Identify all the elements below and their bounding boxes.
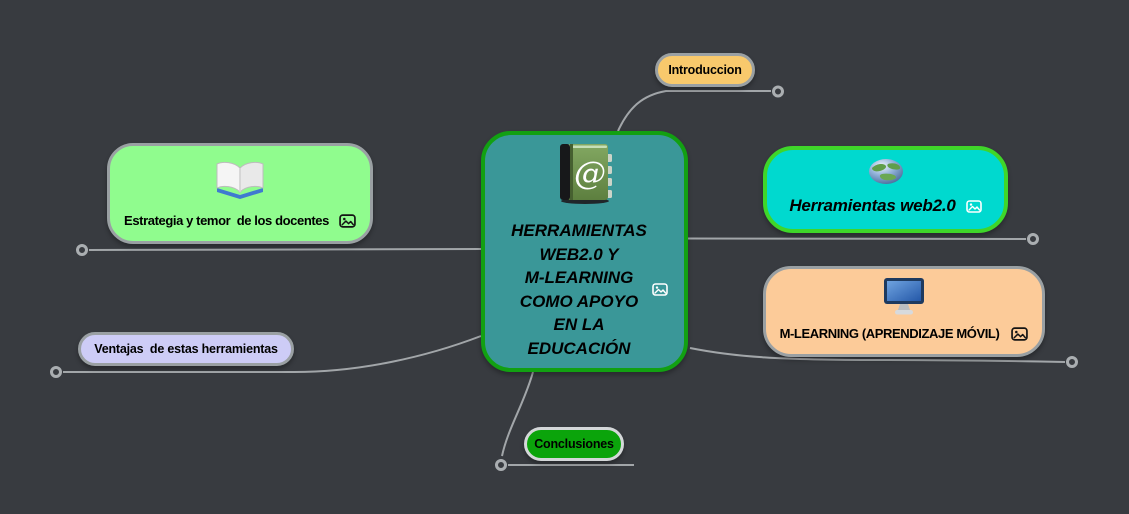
svg-text:@: @ — [574, 154, 606, 192]
node-label: Estrategia y temor de los docentes — [124, 213, 329, 228]
endpoint-ring-ventajas — [50, 366, 62, 378]
connector-estrategia — [88, 248, 482, 251]
connector-introduccion — [617, 90, 771, 132]
endpoint-ring-conclusiones — [495, 459, 507, 471]
image-attachment-icon[interactable] — [965, 199, 982, 213]
node-label: Introduccion — [668, 63, 742, 77]
node-herramientas-web20[interactable]: Herramientas web2.0 — [763, 146, 1008, 233]
globe-icon — [868, 158, 904, 190]
image-attachment-icon[interactable] — [652, 283, 668, 296]
node-label: M-LEARNING (APRENDIZAJE MÓVIL) — [779, 326, 1000, 341]
endpoint-ring-estrategia — [76, 244, 88, 256]
connector-conclusiones — [501, 371, 534, 457]
image-attachment-icon[interactable] — [339, 213, 356, 228]
node-introduccion[interactable]: Introduccion — [655, 53, 755, 87]
node-estrategia-y-temor[interactable]: Estrategia y temor de los docentes — [107, 143, 373, 244]
node-conclusiones[interactable]: Conclusiones — [524, 427, 624, 461]
open-book-icon — [214, 159, 266, 204]
image-attachment-icon[interactable] — [1011, 326, 1029, 341]
connector-ventajas — [63, 335, 482, 373]
node-label: Ventajas de estas herramientas — [94, 342, 278, 356]
central-topic-node[interactable]: @ HERRAMIENTAS WEB2.0 Y M-LEARNING COMO … — [481, 131, 688, 372]
address-book-icon: @ — [557, 143, 613, 210]
connector-m-learning — [689, 347, 1066, 363]
endpoint-ring-herramientas-web20 — [1027, 233, 1039, 245]
connector-herramientas-web20 — [687, 237, 1027, 240]
node-label: Conclusiones — [534, 437, 614, 451]
monitor-icon — [883, 277, 925, 320]
node-label: Herramientas web2.0 — [789, 196, 956, 215]
endpoint-ring-m-learning — [1066, 356, 1078, 368]
node-ventajas[interactable]: Ventajas de estas herramientas — [78, 332, 294, 366]
endpoint-ring-introduccion — [772, 85, 784, 98]
node-m-learning[interactable]: M-LEARNING (APRENDIZAJE MÓVIL) — [763, 266, 1045, 357]
central-topic-label: HERRAMIENTAS WEB2.0 Y M-LEARNING COMO AP… — [511, 221, 647, 358]
